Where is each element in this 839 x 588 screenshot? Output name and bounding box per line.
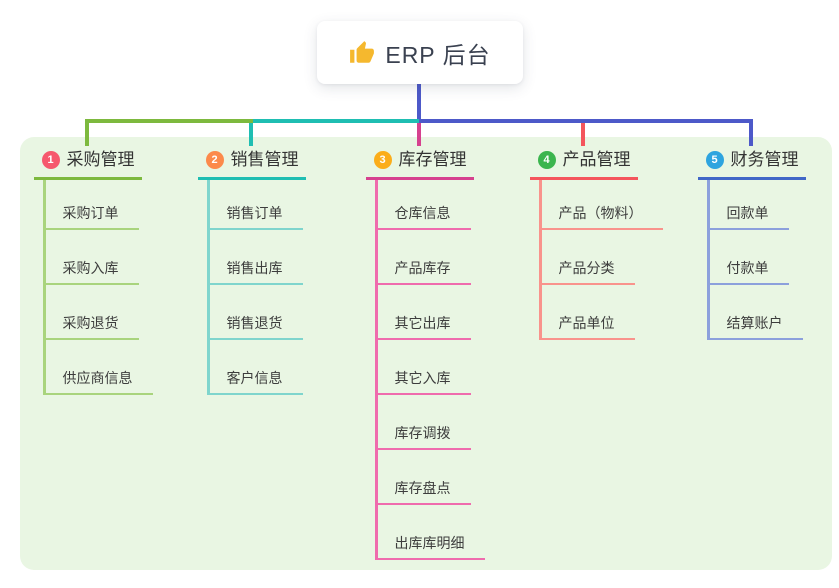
branch-column-3: 3 库存管理仓库信息产品库存其它出库其它入库库存调拨库存盘点出库库明细 [365,147,485,560]
connector-horizontal-1 [85,119,253,123]
child-node[interactable]: 出库库明细 [374,505,485,560]
child-node-label: 仓库信息 [394,205,451,221]
branch-label: 产品管理 [562,150,631,169]
branch-header-1[interactable]: 1 采购管理 [33,147,142,180]
mindmap-panel [20,137,832,570]
child-node[interactable]: 销售订单 [206,180,303,230]
child-node[interactable]: 销售退货 [206,285,303,340]
child-node[interactable]: 库存调拨 [374,395,471,450]
branch-header-2[interactable]: 2 销售管理 [197,147,306,180]
child-node[interactable]: 结算账户 [706,285,803,340]
child-node-label: 供应商信息 [62,370,133,386]
branch-children: 采购订单采购入库采购退货供应商信息 [42,180,153,395]
child-node[interactable]: 采购退货 [42,285,139,340]
child-node[interactable]: 付款单 [706,230,789,285]
child-node-label: 采购入库 [62,260,119,276]
child-node-label: 回款单 [726,205,769,221]
branch-number-badge: 1 [41,151,60,169]
branch-label: 采购管理 [66,150,135,169]
child-node-label: 销售订单 [226,205,283,221]
connector-drop-1 [85,119,89,146]
child-node-label: 库存盘点 [394,480,451,496]
branch-number-badge: 5 [705,151,724,169]
connector-horizontal-3 [419,119,753,123]
connector-horizontal-2 [253,119,419,123]
child-node-label: 结算账户 [726,315,783,331]
branch-number-badge: 4 [537,151,556,169]
child-node-label: 产品单位 [558,315,615,331]
branch-header-3[interactable]: 3 库存管理 [365,147,474,180]
branch-children: 回款单付款单结算账户 [706,180,803,340]
branch-column-4: 4 产品管理产品（物料） 产品分类产品单位 [529,147,663,340]
branch-children: 仓库信息产品库存其它出库其它入库库存调拨库存盘点出库库明细 [374,180,485,560]
branch-column-1: 1 采购管理采购订单采购入库采购退货供应商信息 [33,147,153,395]
branch-number-badge: 3 [373,151,392,169]
branch-label: 销售管理 [230,150,299,169]
child-node[interactable]: 客户信息 [206,340,303,395]
child-node-label: 其它入库 [394,370,451,386]
connector-root-stem [417,84,421,121]
child-node-label: 产品（物料） [558,205,643,221]
branch-children: 产品（物料） 产品分类产品单位 [538,180,663,340]
child-node[interactable]: 库存盘点 [374,450,471,505]
root-node-label: ERP 后台 [385,41,491,68]
branch-children: 销售订单销售出库销售退货客户信息 [206,180,303,395]
connector-drop-2 [249,123,253,146]
child-node-label: 库存调拨 [394,425,451,441]
child-node[interactable]: 产品库存 [374,230,471,285]
branch-column-2: 2 销售管理销售订单销售出库销售退货客户信息 [197,147,306,395]
thumbs-up-icon [350,40,375,63]
child-node[interactable]: 产品单位 [538,285,635,340]
child-node[interactable]: 仓库信息 [374,180,471,230]
branch-header-4[interactable]: 4 产品管理 [529,147,638,180]
connector-drop-5 [749,119,753,146]
child-node-label: 产品库存 [394,260,451,276]
child-node-label: 客户信息 [226,370,283,386]
child-node-label: 出库库明细 [394,535,465,551]
connector-drop-3 [417,123,421,146]
child-node[interactable]: 回款单 [706,180,789,230]
child-node[interactable]: 产品（物料） [538,180,663,230]
child-node[interactable]: 采购订单 [42,180,139,230]
branch-number-badge: 2 [205,151,224,169]
child-node-label: 付款单 [726,260,769,276]
child-node-label: 销售退货 [226,315,283,331]
child-node[interactable]: 其它出库 [374,285,471,340]
child-node-label: 产品分类 [558,260,615,276]
branch-label: 财务管理 [730,150,799,169]
connector-drop-4 [581,123,585,146]
child-node[interactable]: 其它入库 [374,340,471,395]
branch-label: 库存管理 [398,150,467,169]
root-node[interactable]: ERP 后台 [317,21,523,84]
child-node[interactable]: 产品分类 [538,230,635,285]
child-node-label: 销售出库 [226,260,283,276]
branch-column-5: 5 财务管理回款单付款单结算账户 [697,147,806,340]
child-node[interactable]: 采购入库 [42,230,139,285]
child-node-label: 采购订单 [62,205,119,221]
child-node[interactable]: 销售出库 [206,230,303,285]
branch-header-5[interactable]: 5 财务管理 [697,147,806,180]
child-node-label: 其它出库 [394,315,451,331]
child-node-label: 采购退货 [62,315,119,331]
child-node[interactable]: 供应商信息 [42,340,153,395]
